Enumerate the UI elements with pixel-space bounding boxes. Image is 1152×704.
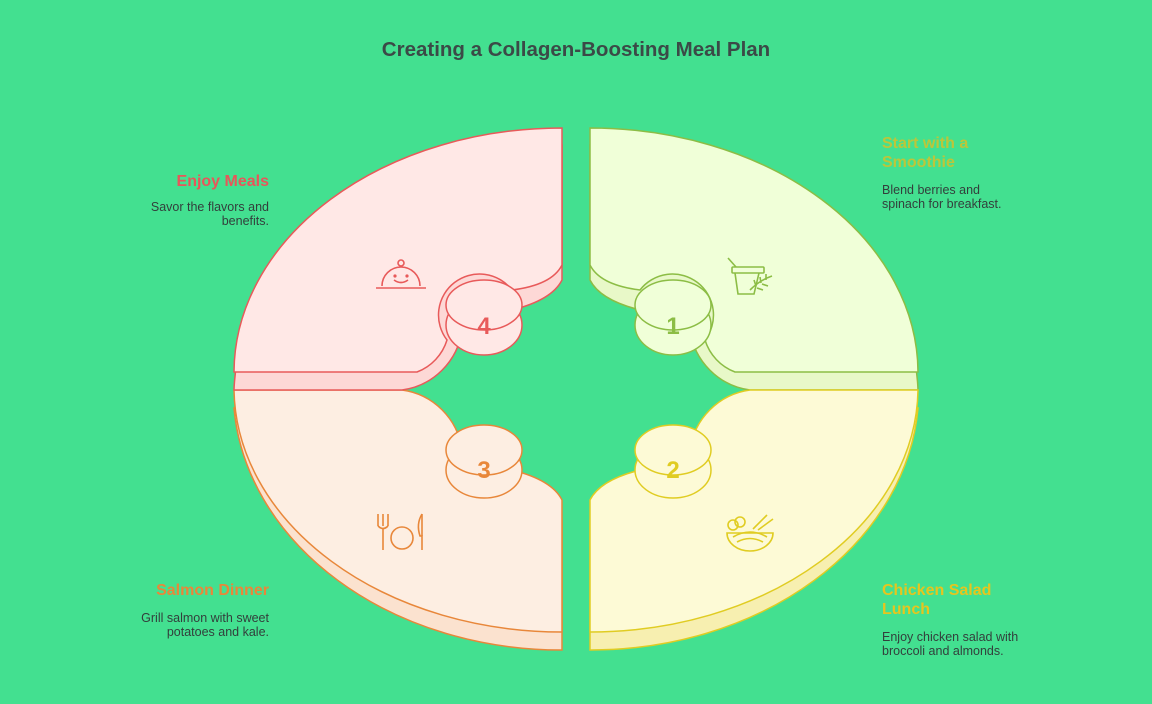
step-number-3: 3 (477, 457, 490, 484)
serving-cloche-icon (376, 259, 426, 289)
quadrant-step-2: 2 (589, 389, 919, 651)
quadrant-4-shape (233, 127, 563, 373)
quadrant-step-4: 4 (233, 127, 563, 391)
step-3-description: Grill salmon with sweet potatoes and kal… (141, 611, 269, 640)
quadrant-3-shape (233, 389, 563, 633)
step-number-1: 1 (666, 313, 679, 340)
number-circle-3 (445, 424, 523, 476)
step-2-description: Enjoy chicken salad with broccoli and al… (882, 630, 1019, 659)
quadrant-1-shape (589, 127, 919, 373)
smoothie-icon (727, 257, 773, 295)
number-circle-1 (634, 279, 712, 331)
quadrant-2-shape (589, 389, 919, 633)
diagram-title: Creating a Collagen-Boosting Meal Plan (381, 38, 771, 61)
utensils-plate-icon (377, 513, 423, 550)
step-4-description: Savor the flavors and benefits. (150, 200, 269, 229)
quadrant-step-3: 3 (233, 389, 563, 651)
step-number-2: 2 (666, 457, 679, 484)
step-1-heading: Start with a Smoothie (882, 135, 969, 171)
salad-bowl-icon (726, 514, 774, 552)
step-2-heading: Chicken Salad Lunch (882, 582, 992, 618)
step-1-description: Blend berries and spinach for breakfast. (882, 183, 1002, 212)
step-4-heading: Enjoy Meals (176, 173, 269, 190)
number-circle-4 (445, 279, 523, 331)
number-circle-2 (634, 424, 712, 476)
quadrant-step-1: 1 (589, 127, 919, 391)
step-3-heading: Salmon Dinner (156, 582, 269, 599)
step-number-4: 4 (477, 313, 491, 340)
